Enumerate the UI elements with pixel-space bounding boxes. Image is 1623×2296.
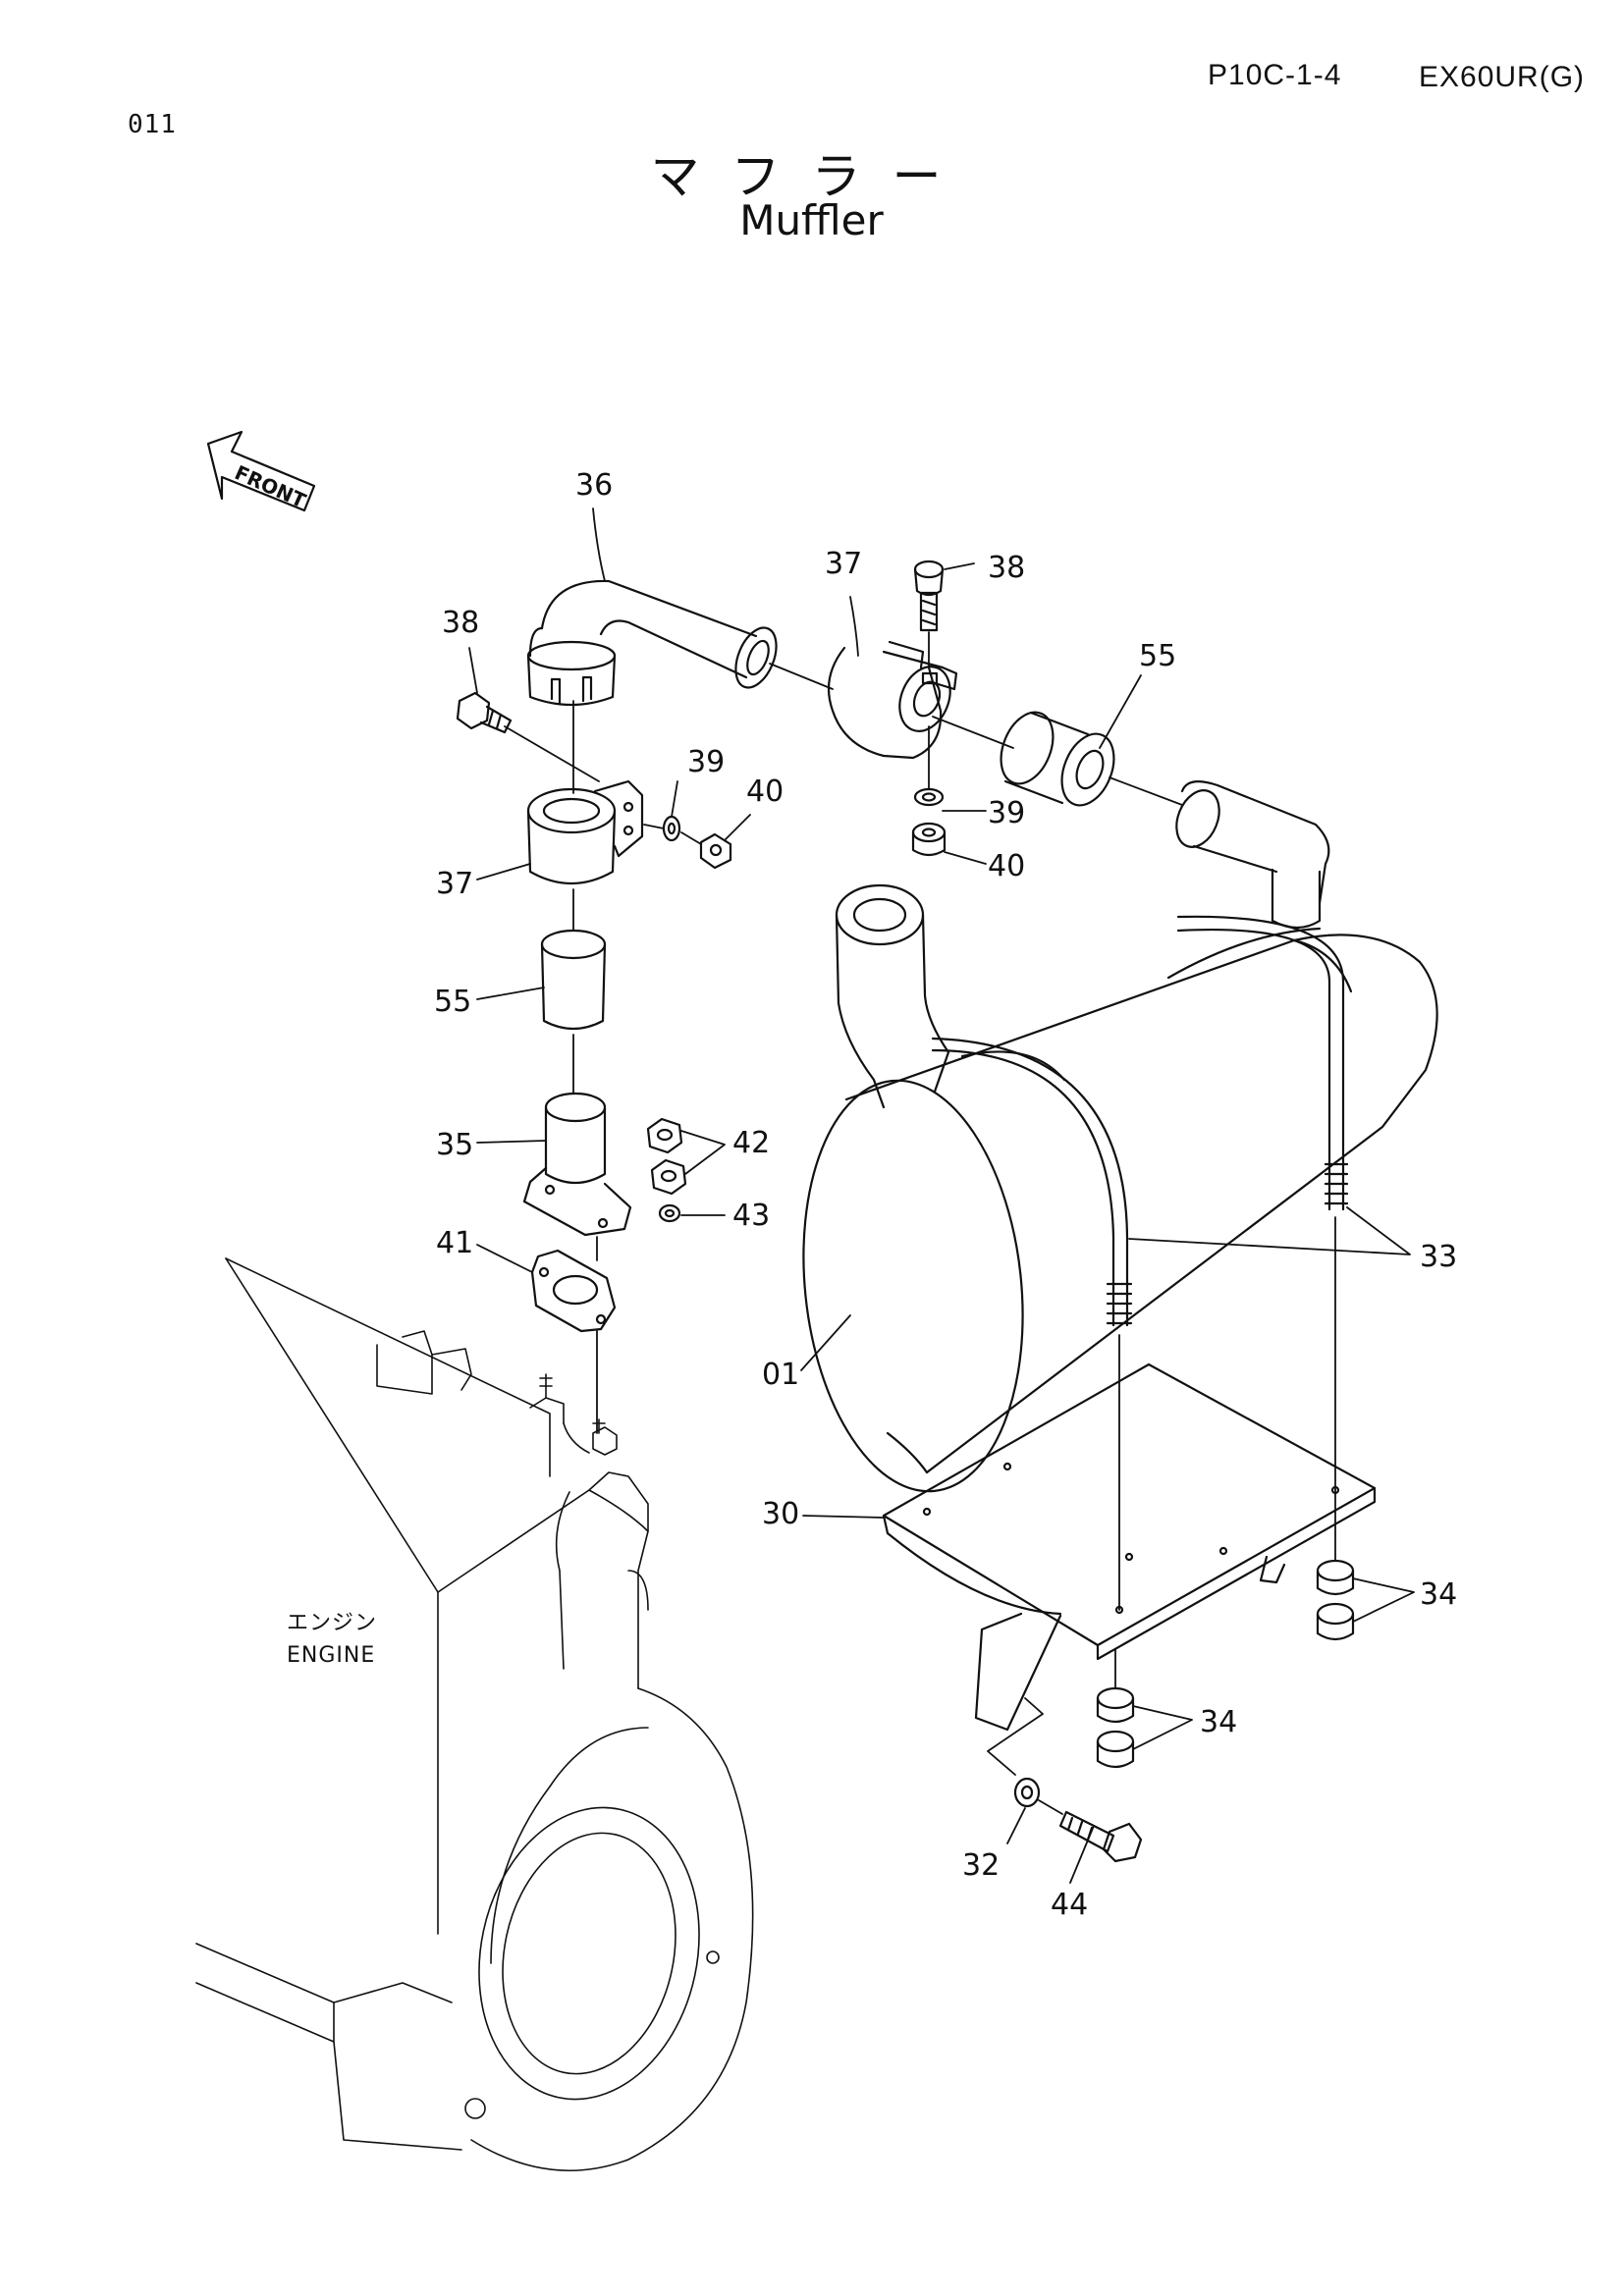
title-english: Muffler (739, 196, 884, 244)
callout-numbers: 36 37 38 55 38 39 40 39 40 37 55 35 42 4… (434, 468, 1457, 1922)
callout-38-left: 38 (442, 606, 479, 640)
assembly-guide-lines (504, 631, 1336, 1815)
part-reference: P10C-1-4 (1208, 59, 1342, 91)
part-32-washer (1013, 1777, 1041, 1808)
callout-43: 43 (732, 1199, 770, 1233)
part-39-washer-right (913, 787, 945, 807)
callout-37-left: 37 (436, 867, 473, 901)
front-arrow-icon: FRONT (206, 430, 316, 512)
callout-37-top: 37 (825, 547, 862, 581)
callout-39-left: 39 (687, 745, 725, 779)
part-55-sleeve-left (540, 929, 607, 1031)
part-37-clamp-top (827, 640, 958, 760)
part-39-washer-left (662, 815, 681, 842)
engine-outline (195, 1257, 754, 2172)
callout-30: 30 (762, 1497, 799, 1531)
callout-38-top: 38 (988, 551, 1025, 585)
part-30-bracket (882, 1362, 1377, 1732)
callout-55-right: 55 (1139, 639, 1176, 673)
part-42-nuts (646, 1117, 687, 1196)
part-36-elbow-pipe (526, 579, 778, 707)
callout-33: 33 (1420, 1240, 1457, 1274)
callout-34-lower: 34 (1200, 1705, 1237, 1739)
title-japanese: マフラー (650, 148, 973, 205)
part-38-bolt-left (456, 691, 513, 734)
callout-36: 36 (575, 468, 613, 503)
muffler-outlet-pipe (1175, 780, 1330, 930)
callout-40-right: 40 (988, 849, 1025, 883)
callout-34-right: 34 (1420, 1577, 1457, 1612)
part-33-u-bolts (931, 915, 1349, 1327)
callout-41: 41 (436, 1226, 473, 1260)
part-40-nut-right (911, 822, 947, 857)
callout-44: 44 (1051, 1888, 1088, 1922)
engine-label-japanese: エンジン (287, 1611, 377, 1635)
engine-label-english: ENGINE (287, 1643, 375, 1668)
callout-32: 32 (962, 1848, 1000, 1883)
part-44-bolt (1058, 1810, 1143, 1863)
callout-42: 42 (732, 1126, 770, 1160)
part-35-flange-pipe (522, 1092, 632, 1237)
part-37-clamp-left (526, 779, 644, 885)
part-43-washer (658, 1203, 681, 1223)
callout-40-left: 40 (746, 774, 784, 809)
callout-55-left: 55 (434, 985, 471, 1019)
part-40-nut-left (699, 832, 732, 870)
callout-39-right: 39 (988, 796, 1025, 830)
part-34-nuts-lower (1096, 1686, 1135, 1769)
page-number: 011 (128, 110, 177, 139)
part-01-muffler-body (802, 883, 1438, 1493)
callout-leader-lines (468, 507, 1415, 1884)
part-55-sleeve-right (1000, 711, 1115, 807)
callout-01: 01 (762, 1358, 799, 1392)
part-38-bolt-top (913, 560, 945, 632)
part-41-gasket (530, 1249, 617, 1333)
part-34-nuts-right (1316, 1559, 1355, 1641)
model-code: EX60UR(G) (1419, 61, 1586, 93)
callout-35: 35 (436, 1128, 473, 1162)
